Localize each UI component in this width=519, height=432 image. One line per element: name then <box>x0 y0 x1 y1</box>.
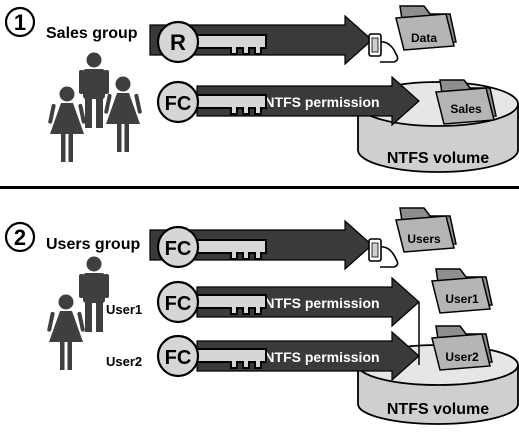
ntfs-volume-label: NTFS volume <box>387 401 489 418</box>
ntfs-permission-label: NTFS permission <box>264 94 379 110</box>
folder-sales-label: Sales <box>450 102 482 116</box>
user1-key-label: FC <box>165 293 192 315</box>
user2-key-label: FC <box>165 347 192 369</box>
ntfs-permission-label: NTFS permission <box>264 295 379 311</box>
person-woman-icon <box>103 76 143 152</box>
ntfs-permission-label: NTFS permission <box>264 349 379 365</box>
step-1-badge: 1 <box>4 6 36 38</box>
share-key-label: R <box>170 30 186 55</box>
shared-hand-icon <box>368 238 399 268</box>
person-woman-icon <box>46 294 86 370</box>
section-1: 1 Sales group NTFS volume R Data NTFS pe… <box>4 5 519 173</box>
share-key-label: FC <box>165 238 192 260</box>
users-group-label: Users group <box>46 236 140 253</box>
step-2-badge: 2 <box>4 221 36 253</box>
sales-group-people <box>47 52 143 162</box>
step-2-number: 2 <box>14 225 26 250</box>
folder-icon <box>431 268 493 314</box>
person-woman-icon <box>47 86 87 162</box>
folder-user2-label: User2 <box>445 350 479 364</box>
user1-label: User1 <box>106 302 142 317</box>
ntfs-key-label: FC <box>165 93 192 115</box>
users-group-people <box>46 256 109 370</box>
section-divider <box>0 186 519 189</box>
step-1-number: 1 <box>14 10 26 35</box>
shared-hand-icon <box>368 33 399 63</box>
section-2: 2 Users group User1 User2 NTFS volume FC… <box>4 207 519 425</box>
person-man-icon <box>79 256 109 332</box>
user2-label: User2 <box>106 354 142 369</box>
ntfs-volume-label: NTFS volume <box>387 150 489 167</box>
folder-users-label: Users <box>407 232 441 246</box>
folder-user1-label: User1 <box>445 292 479 306</box>
folder-data-label: Data <box>411 31 437 45</box>
sales-group-label: Sales group <box>46 25 138 42</box>
